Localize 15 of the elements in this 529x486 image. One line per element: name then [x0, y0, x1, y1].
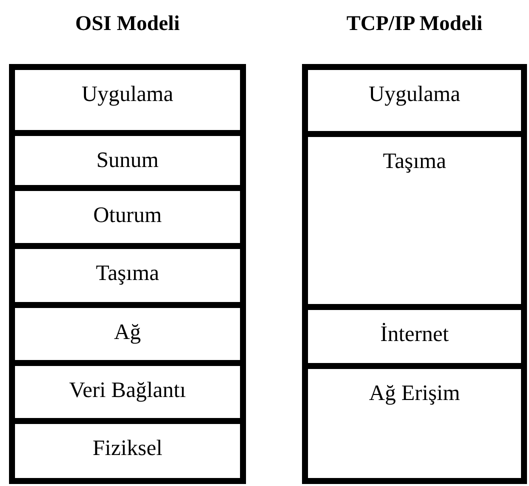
layer-name: Uygulama — [82, 80, 174, 108]
layer-name: Uygulama — [368, 80, 460, 108]
layer-name: Veri Bağlantı — [69, 376, 186, 404]
layer-name: Ağ Erişim — [368, 379, 460, 407]
column-heading: OSI Modeli — [74, 10, 181, 36]
layer-stack-box — [9, 64, 246, 484]
layer-name: Taşıma — [382, 147, 446, 175]
column-heading: TCP/IP Modeli — [346, 10, 484, 36]
layer-name: Ağ — [114, 318, 141, 346]
layer-name: Sunum — [96, 146, 159, 174]
layer-name: Fiziksel — [92, 434, 162, 462]
layer-name: İnternet — [380, 320, 449, 348]
layer-name: Oturum — [93, 201, 162, 229]
layer-name: Taşıma — [96, 259, 160, 287]
layer-stack-box — [302, 64, 527, 484]
